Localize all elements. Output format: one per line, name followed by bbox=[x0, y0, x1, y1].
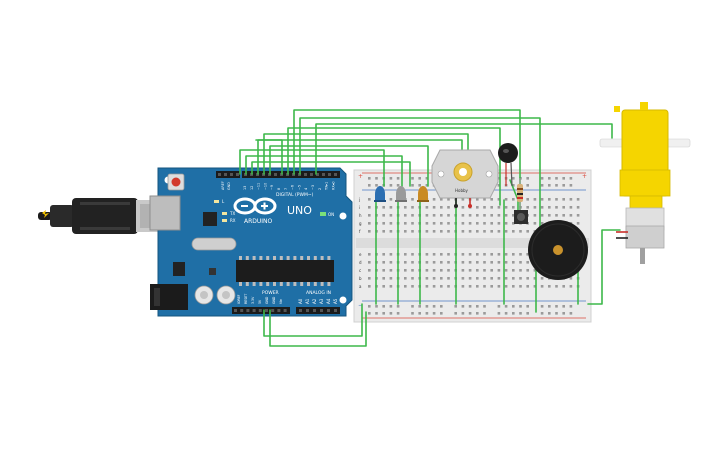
pin-label: TX▸1 bbox=[325, 182, 329, 191]
pin-label: GND bbox=[227, 182, 231, 190]
pin-label: 7 bbox=[284, 188, 288, 190]
board-model: UNO bbox=[287, 204, 312, 217]
led-tx-label: TX bbox=[229, 211, 235, 216]
row-letter: j bbox=[358, 197, 360, 202]
svg-text:−: − bbox=[358, 302, 363, 309]
reset-button[interactable] bbox=[167, 173, 185, 191]
wire bbox=[587, 229, 621, 305]
pin-label: A5 bbox=[333, 298, 338, 304]
piezo-buzzer[interactable] bbox=[528, 220, 588, 280]
header-digital bbox=[242, 171, 340, 178]
atmega-chip bbox=[236, 256, 334, 286]
wire bbox=[245, 155, 403, 187]
pin-label: 13 bbox=[243, 186, 247, 190]
pin-label: A3 bbox=[319, 298, 324, 304]
row-letter: b bbox=[359, 276, 362, 281]
pin-label: 2 bbox=[318, 188, 322, 190]
row-letter: c bbox=[359, 268, 361, 273]
header-analog bbox=[296, 307, 340, 314]
pin-label: A1 bbox=[305, 298, 310, 304]
row-letter: d bbox=[359, 260, 362, 265]
vibration-motor[interactable] bbox=[498, 143, 518, 187]
header-aref-gnd bbox=[216, 171, 240, 178]
pin-label: Vin bbox=[279, 299, 283, 304]
power-label: POWER bbox=[262, 290, 279, 296]
row-letter: i bbox=[359, 205, 360, 210]
wire bbox=[239, 149, 385, 187]
svg-text:+: + bbox=[582, 173, 587, 180]
pushbutton[interactable] bbox=[514, 210, 528, 224]
pin-label: GND bbox=[272, 296, 276, 304]
wire bbox=[293, 109, 521, 221]
wire bbox=[255, 139, 283, 175]
led-l-label: L bbox=[222, 199, 225, 204]
wire bbox=[251, 161, 411, 187]
pin-label: AREF bbox=[221, 181, 225, 190]
led-orange[interactable] bbox=[417, 186, 429, 202]
pin-label: IOREF bbox=[237, 294, 241, 304]
wire bbox=[287, 127, 501, 206]
pin-label: 5V bbox=[258, 299, 262, 304]
board-brand: ARDUINO bbox=[244, 218, 273, 225]
led-rx-label: RX bbox=[230, 218, 236, 223]
pin-label: ~3 bbox=[311, 185, 315, 190]
analog-label: ANALOG IN bbox=[306, 290, 331, 296]
wire bbox=[315, 123, 613, 175]
digital-label: DIGITAL (PWM~) bbox=[276, 192, 314, 198]
row-letter: f bbox=[359, 229, 361, 234]
pin-label: ~9 bbox=[270, 185, 274, 190]
motor-label: Hobby bbox=[455, 188, 469, 193]
row-letter: h bbox=[359, 213, 362, 218]
pin-label: ~11 bbox=[257, 183, 261, 190]
pin-label: A0 bbox=[298, 298, 303, 304]
pin-label: ~6 bbox=[291, 185, 295, 190]
hobby-motor[interactable]: Hobby bbox=[431, 149, 499, 208]
row-letter: a bbox=[359, 284, 362, 289]
wire bbox=[299, 117, 541, 236]
arduino-logo-icon bbox=[233, 197, 277, 215]
led-gray[interactable] bbox=[395, 186, 407, 202]
arduino-uno-board: ARDUINO UNO L TX RX ON DIGITAL (PWM~) AR… bbox=[149, 167, 353, 317]
pin-label: 8 bbox=[277, 188, 281, 190]
led-blue[interactable] bbox=[374, 186, 386, 202]
wire bbox=[269, 309, 367, 347]
pin-label: A4 bbox=[326, 298, 331, 304]
resistor[interactable] bbox=[517, 178, 523, 210]
pin-label: 12 bbox=[250, 186, 254, 190]
pin-label: RESET bbox=[244, 294, 248, 304]
pin-label: 4 bbox=[304, 188, 308, 190]
pin-label: RX◂0 bbox=[331, 181, 335, 190]
wire bbox=[269, 145, 429, 187]
row-letter: g bbox=[359, 221, 362, 226]
svg-text:+: + bbox=[358, 173, 363, 180]
row-letter: e bbox=[359, 252, 362, 257]
pin-label: A2 bbox=[312, 298, 317, 304]
gear-motor[interactable] bbox=[599, 102, 691, 264]
pin-label: ~10 bbox=[263, 183, 267, 190]
led-on-label: ON bbox=[328, 212, 334, 217]
pin-label: GND bbox=[265, 296, 269, 304]
pin-label: ~5 bbox=[297, 185, 301, 190]
wire bbox=[263, 303, 363, 337]
pin-label: 3.3V bbox=[251, 296, 255, 304]
